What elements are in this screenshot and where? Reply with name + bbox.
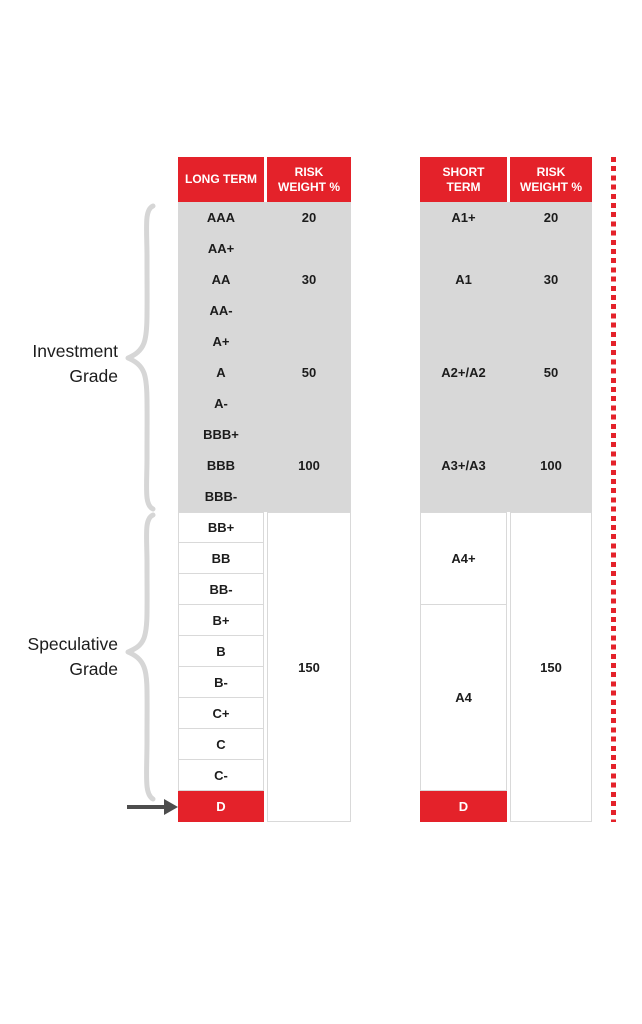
short-term-speculative-section: A4+ A4 D 150 xyxy=(420,512,592,822)
risk-weight-cell: 50 xyxy=(543,365,559,380)
rating-cell: C- xyxy=(178,760,264,791)
risk-weight-cell: 100 xyxy=(540,458,562,473)
short-term-header-cell: SHORT TERM xyxy=(420,157,507,202)
table-row: A2+/A2 50 xyxy=(420,357,592,388)
long-term-risk-weight-header-cell: RISK WEIGHT % xyxy=(267,157,351,202)
risk-weight-cell: 100 xyxy=(298,458,320,473)
rating-cell: BB- xyxy=(178,574,264,605)
rating-cell: A4+ xyxy=(420,512,507,605)
table-row: BBB- xyxy=(178,481,351,512)
table-row: A1+ 20 xyxy=(420,202,592,233)
table-row: A1 30 xyxy=(420,264,592,295)
table-row: A 50 xyxy=(178,357,351,388)
investment-brace xyxy=(125,203,156,512)
table-row: A3+/A3 100 xyxy=(420,450,592,481)
risk-weight-cell xyxy=(267,388,351,419)
table-row: A- xyxy=(178,388,351,419)
risk-weight-cell: 30 xyxy=(301,272,317,287)
table-row: AA 30 xyxy=(178,264,351,295)
risk-weight-cell: 30 xyxy=(543,272,559,287)
rating-cell: A xyxy=(216,365,226,380)
long-term-table-header: LONG TERM RISK WEIGHT % xyxy=(178,157,351,202)
risk-weight-cell: 50 xyxy=(301,365,317,380)
speculative-risk-weight-cell: 150 xyxy=(267,512,351,822)
rating-cell: A- xyxy=(214,396,228,411)
rating-cell: A4 xyxy=(420,605,507,791)
rating-cell: BBB+ xyxy=(203,427,239,442)
risk-weight-cell xyxy=(267,326,351,357)
rating-cell: C xyxy=(178,729,264,760)
long-term-speculative-section: BB+ BB BB- B+ B B- C+ C C- D 150 xyxy=(178,512,351,822)
short-term-table-header: SHORT TERM RISK WEIGHT % xyxy=(420,157,592,202)
rating-cell: AA+ xyxy=(207,241,235,256)
risk-weight-cell: 20 xyxy=(543,210,559,225)
investment-grade-label-line1: Investment xyxy=(32,341,118,361)
long-term-investment-section: AAA 20 AA+ AA 30 AA- A+ A 50 A- BBB+ BBB 100… xyxy=(178,202,351,512)
rating-cell: A+ xyxy=(212,334,230,349)
speculative-grade-label: Speculative Grade xyxy=(6,632,118,682)
table-row: AAA 20 xyxy=(178,202,351,233)
risk-weight-cell xyxy=(267,481,351,512)
dotted-divider-line xyxy=(611,157,616,822)
table-row: A+ xyxy=(178,326,351,357)
default-rating-cell: D xyxy=(420,791,507,822)
risk-weight-cell xyxy=(267,419,351,450)
short-term-table: SHORT TERM RISK WEIGHT % A1+ 20 A1 30 A2+/… xyxy=(420,157,592,822)
rating-cell: A3+/A3 xyxy=(441,458,486,473)
rating-cell: B xyxy=(178,636,264,667)
risk-weight-cell: 20 xyxy=(301,210,317,225)
speculative-brace xyxy=(125,512,156,802)
speculative-grade-label-line1: Speculative xyxy=(27,634,118,654)
rating-cell: BBB- xyxy=(204,489,238,504)
short-term-risk-weight-header-cell: RISK WEIGHT % xyxy=(510,157,592,202)
short-term-investment-section: A1+ 20 A1 30 A2+/A2 50 A3+/A3 100 xyxy=(420,202,592,512)
rating-cell: A2+/A2 xyxy=(441,365,486,380)
rating-cell: A1 xyxy=(455,272,472,287)
default-rating-cell: D xyxy=(178,791,264,822)
rating-cell: B- xyxy=(178,667,264,698)
speculative-risk-weight-cell: 150 xyxy=(510,512,592,822)
table-row: BBB 100 xyxy=(178,450,351,481)
long-term-header-cell: LONG TERM xyxy=(178,157,264,202)
rating-cell: BBB xyxy=(206,458,236,473)
investment-grade-label-line2: Grade xyxy=(69,366,118,386)
short-term-speculative-ratings-column: A4+ A4 D xyxy=(420,512,507,822)
rating-cell: BB xyxy=(178,543,264,574)
rating-cell: B+ xyxy=(178,605,264,636)
table-row: AA+ xyxy=(178,233,351,264)
rating-cell: C+ xyxy=(178,698,264,729)
rating-cell: A1+ xyxy=(451,210,476,225)
table-row: BBB+ xyxy=(178,419,351,450)
rating-cell: AA- xyxy=(209,303,233,318)
table-row: AA- xyxy=(178,295,351,326)
long-term-speculative-ratings-column: BB+ BB BB- B+ B B- C+ C C- D xyxy=(178,512,264,822)
arrow-icon xyxy=(127,799,178,815)
rating-cell: BB+ xyxy=(178,512,264,543)
investment-grade-label: Investment Grade xyxy=(14,339,118,389)
speculative-grade-label-line2: Grade xyxy=(69,659,118,679)
rating-cell: AAA xyxy=(206,210,236,225)
rating-cell: AA xyxy=(211,272,231,287)
risk-weight-cell xyxy=(267,295,351,326)
risk-weight-cell xyxy=(267,233,351,264)
